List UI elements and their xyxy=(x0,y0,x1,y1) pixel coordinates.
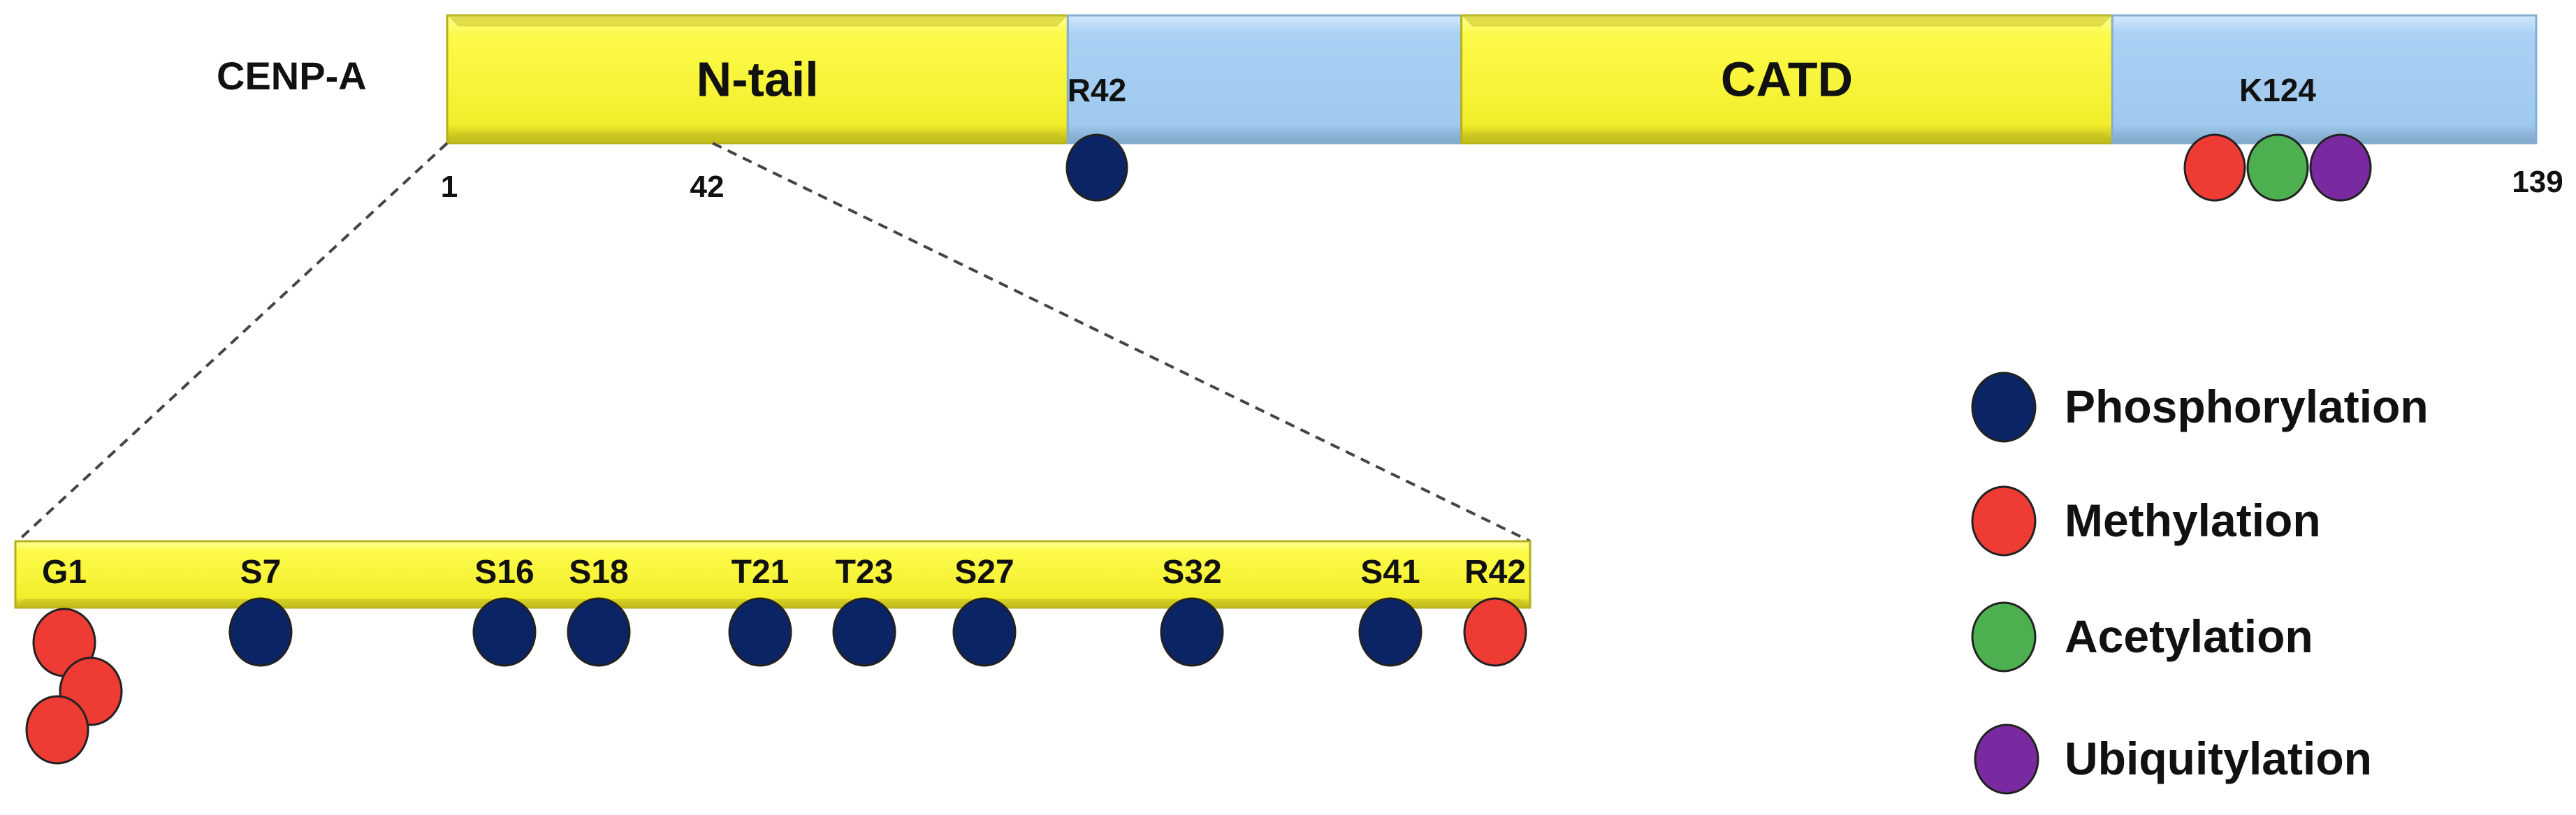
phosphorylation-mark-s41 xyxy=(1358,597,1422,667)
tail-site-label-t21: T21 xyxy=(732,554,789,591)
zoom-connector-right xyxy=(712,142,1531,543)
tail-site-label-t23: T23 xyxy=(836,554,894,591)
legend-label-acetylation: Acetylation xyxy=(2065,610,2313,662)
phosphorylation-mark-s18 xyxy=(567,597,631,667)
domain-label-catd: CATD xyxy=(1721,52,1853,107)
phosphorylation-mark-s16 xyxy=(472,597,537,667)
tail-site-label-g1: G1 xyxy=(42,554,87,591)
residue-start-label: 1 xyxy=(441,170,458,204)
legend-swatch-ubiquitylation xyxy=(1974,724,2039,795)
site-label-r42: R42 xyxy=(1068,72,1126,108)
legend-label-methylation: Methylation xyxy=(2065,494,2321,546)
phosphorylation-mark-s7 xyxy=(228,597,293,667)
methylation-mark-g1-3 xyxy=(25,695,89,765)
phosphorylation-mark-t23 xyxy=(832,597,896,667)
legend-label-ubiquitylation: Ubiquitylation xyxy=(2065,733,2372,784)
phosphorylation-mark-s27 xyxy=(952,597,1017,667)
legend-swatch-methylation xyxy=(1971,485,2037,557)
ubiquitylation-mark-k124 xyxy=(2309,133,2372,202)
phosphorylation-mark-s32 xyxy=(1160,597,1224,667)
methylation-mark-r42 xyxy=(1463,597,1527,667)
protein-domain-labels: N-tail CATD xyxy=(697,52,1853,107)
protein-domain-bar xyxy=(446,14,2538,145)
methylation-mark-k124 xyxy=(2183,133,2246,202)
residue-end-label: 139 xyxy=(2512,165,2563,199)
residue-tail-end-label: 42 xyxy=(690,170,725,204)
acetylation-mark-k124 xyxy=(2246,133,2309,202)
protein-name: CENP-A xyxy=(217,54,367,98)
n-tail-bar-body xyxy=(14,540,1531,609)
domain-segment-4 xyxy=(2111,14,2538,145)
site-label-k124: K124 xyxy=(2239,72,2316,108)
tail-site-label-s16: S16 xyxy=(474,554,534,591)
tail-site-label-r42: R42 xyxy=(1464,554,1526,591)
modification-legend: PhosphorylationMethylationAcetylationUbi… xyxy=(1971,372,2429,795)
phosphorylation-mark-t21 xyxy=(728,597,792,667)
domain-label-n-tail: N-tail xyxy=(697,52,819,107)
protein-modification-sites: R42 K124 xyxy=(1065,72,2372,202)
phosphorylation-mark-r42 xyxy=(1065,133,1128,202)
zoom-connector-left xyxy=(16,142,449,543)
domain-segment-2 xyxy=(1066,14,1463,145)
n-tail-modification-sites: G1 S7 S16 S18 T21 T23 S27 S32 S41 R42 xyxy=(25,554,1527,765)
legend-label-phosphorylation: Phosphorylation xyxy=(2065,381,2429,432)
legend-swatch-acetylation xyxy=(1971,601,2037,673)
tail-site-label-s7: S7 xyxy=(240,554,282,591)
legend-swatch-phosphorylation xyxy=(1971,372,2037,443)
tail-site-label-s41: S41 xyxy=(1360,554,1420,591)
tail-site-label-s18: S18 xyxy=(569,554,628,591)
tail-site-label-s27: S27 xyxy=(954,554,1014,591)
domain-segment-n-tail xyxy=(446,14,1069,145)
tail-site-label-s32: S32 xyxy=(1162,554,1221,591)
